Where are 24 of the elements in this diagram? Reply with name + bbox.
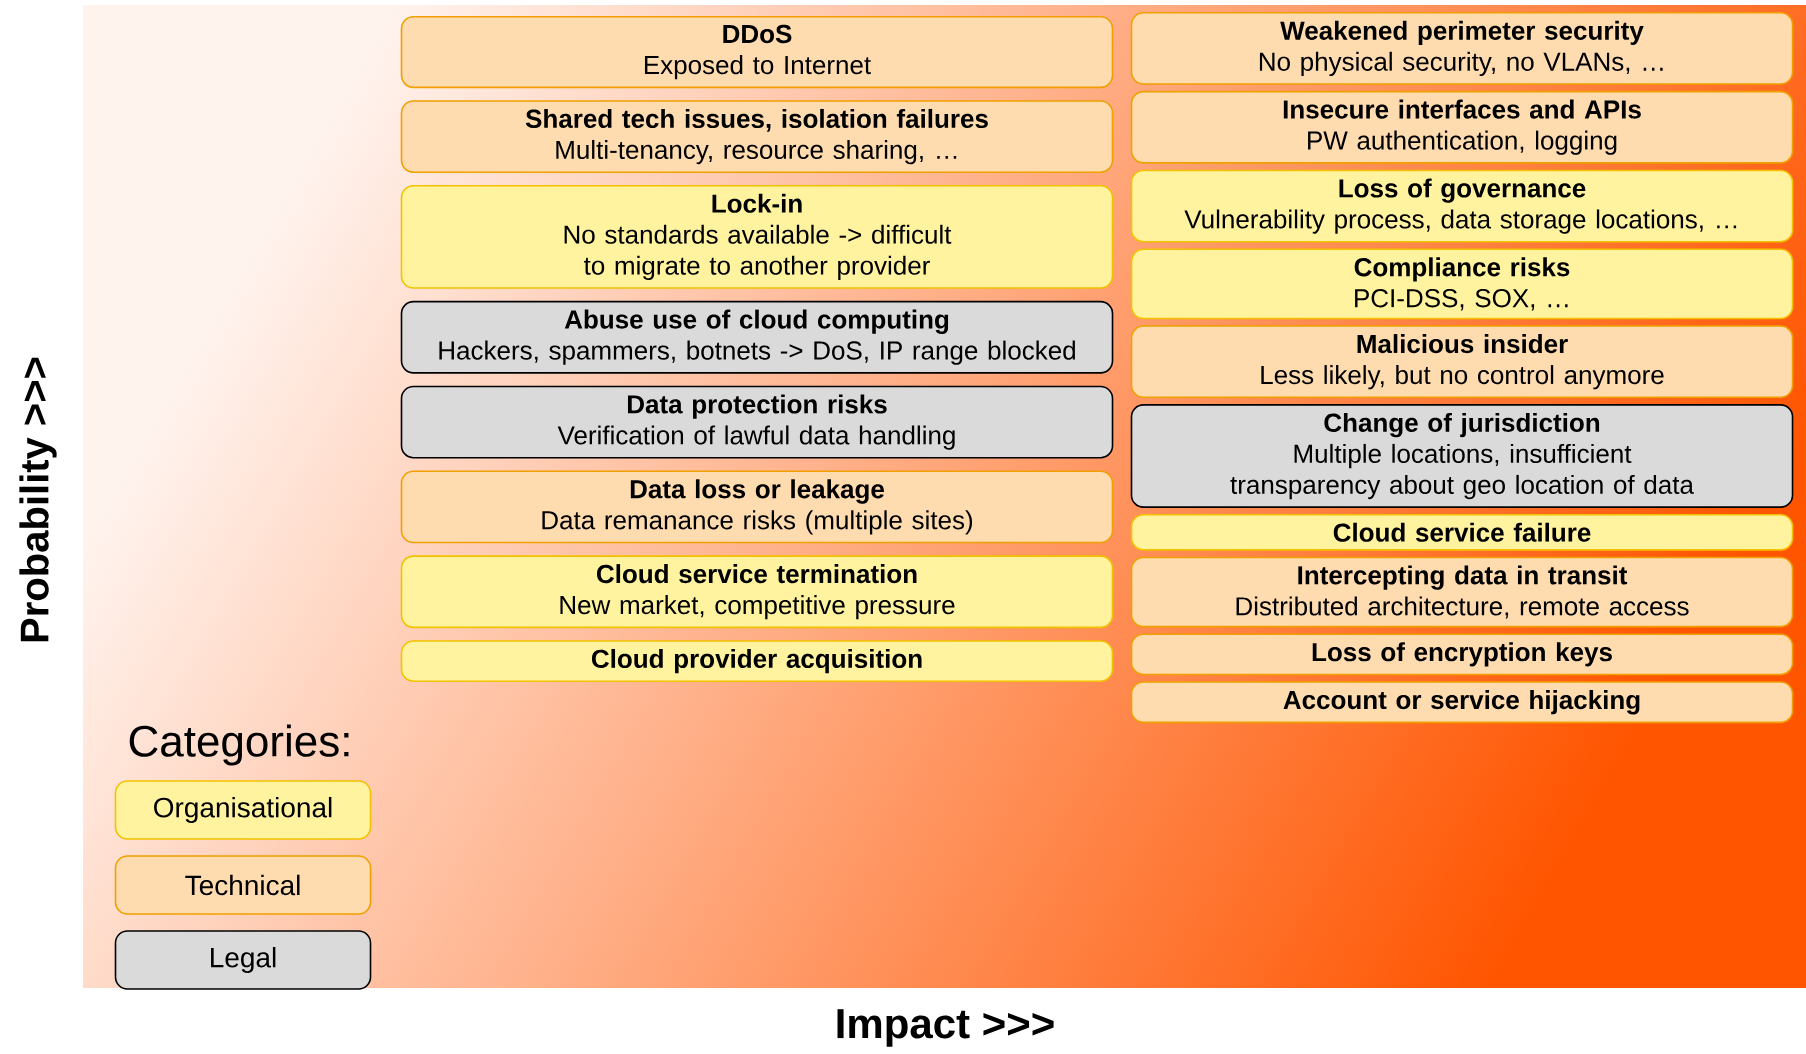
axis-label: Impact >>>: [837, 1009, 1054, 1047]
risk-box: Cloud service failure: [1130, 513, 1794, 551]
risk-box: Malicious insider Less likely, but no control anymore: [1130, 325, 1794, 399]
risk-box: Insecure interfaces and APIs PW authentication, logging: [1130, 90, 1794, 164]
risk-box: Loss of governance Vulnerability process, data storage locations, …: [1130, 169, 1794, 243]
axis-label: Probability >>>: [19, 357, 57, 642]
risk-box: Intercepting data in transit Distributed architecture, remote access: [1130, 556, 1794, 628]
legend-box: Legal: [114, 930, 372, 990]
risk-box: Cloud provider acquisition: [400, 640, 1114, 682]
risk-box: Data protection risks Verification of lawful data handling: [400, 385, 1114, 459]
risk-box: Account or service hijacking: [1130, 681, 1794, 724]
risk-box: Lock-in No standards available -> difficult to migrate to another provider: [400, 185, 1114, 289]
risk-box: Data loss or leakage Data remanance risks (multiple sites): [400, 470, 1114, 544]
legend-box: Organisational: [114, 780, 372, 840]
risk-box: Compliance risks PCI-DSS, SOX, …: [1130, 248, 1794, 320]
legend-box: Technical: [114, 855, 372, 915]
risk-box: Cloud service termination New market, competitive pressure: [400, 555, 1114, 629]
risk-box: Shared tech issues, isolation failures Multi-tenancy, resource sharing, …: [400, 100, 1114, 173]
risk-box: Change of jurisdiction Multiple locations, insufficient transparency about geo location of data: [1130, 404, 1794, 508]
risk-box: Weakened perimeter security No physical security, no VLANs, …: [1130, 12, 1794, 85]
risk-box: Loss of encryption keys: [1130, 633, 1794, 676]
legend-heading: Categories:: [129, 724, 349, 766]
risk-box: DDoS Exposed to Internet: [400, 16, 1114, 89]
risk-box: Abuse use of cloud computing Hackers, spammers, botnets -> DoS, IP range blocked: [400, 300, 1114, 374]
